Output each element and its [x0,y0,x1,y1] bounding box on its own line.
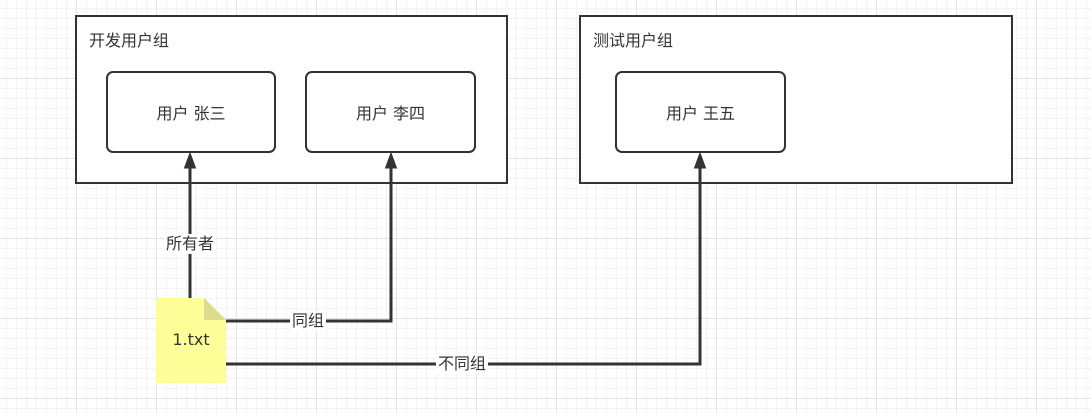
dev-group-title: 开发用户组 [89,31,170,50]
other-group-connector [226,166,702,366]
user-lisi-label: 用户 李四 [355,104,426,123]
other-group-edge-label: 不同组 [435,354,489,374]
user-wangwu-box[interactable]: 用户 王五 [615,71,786,153]
user-lisi-box[interactable]: 用户 李四 [305,71,476,153]
owner-edge-label: 所有者 [163,234,217,254]
note-shape-icon [156,298,226,383]
file-name-label: 1.txt [172,330,210,349]
user-zhangsan-label: 用户 张三 [156,104,226,123]
file-note[interactable]: 1.txt [156,298,226,383]
user-wangwu-label: 用户 王五 [665,104,736,123]
same-group-edge-label: 同组 [289,311,327,331]
test-group-title: 测试用户组 [593,31,674,50]
owner-arrowhead [183,151,197,169]
user-zhangsan-box[interactable]: 用户 张三 [106,71,276,153]
same-group-connector [226,166,393,323]
other-group-arrowhead [693,151,707,169]
same-group-arrowhead [384,151,398,169]
